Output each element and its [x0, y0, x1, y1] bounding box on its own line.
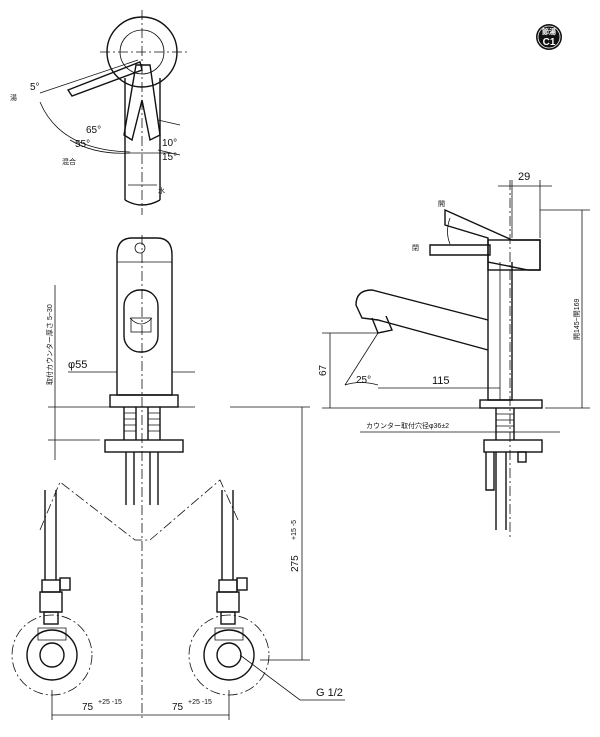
mix-label: 混合: [62, 157, 76, 166]
angle-5-label: 5°: [30, 82, 40, 93]
counter-hole-label: カウンター取付穴径φ36±2: [366, 421, 449, 430]
length-275-tolerance: +15 -5: [291, 520, 298, 540]
dim-29-label: 29: [518, 171, 530, 183]
open-label: 開: [438, 200, 445, 208]
water-label: 水: [158, 186, 165, 195]
water-saving-badge: 節湯 C1: [536, 24, 562, 50]
length-275-label: 275: [290, 555, 301, 572]
thread-label: G 1/2: [316, 687, 343, 699]
counter-thickness-label: 取付カウンター厚さ 5~30: [45, 304, 54, 385]
pitch-right-tolerance: +25 -15: [188, 699, 212, 706]
pitch-left-tolerance: +25 -15: [98, 699, 122, 706]
dim-67-label: 67: [318, 364, 329, 376]
angle-15-label: 15°: [162, 152, 177, 163]
badge-top-text: 節湯: [542, 27, 556, 36]
diameter-label: φ55: [68, 359, 87, 371]
hot-label: 湯: [10, 93, 17, 102]
dim-115-label: 115: [432, 375, 450, 387]
side-view: 29 開 閉 開145~開169 67 25° 115 カウンター取付穴径φ36…: [318, 171, 590, 540]
angle-65-label: 65°: [86, 125, 101, 136]
badge-bottom-text: C1: [543, 37, 556, 48]
close-label: 閉: [412, 244, 419, 252]
pitch-left-label: 75: [82, 702, 94, 713]
top-view: 湯 5° 65° 55° 10° 15° 混合 水: [10, 10, 190, 215]
angle-10-label: 10°: [162, 138, 177, 149]
pitch-right-label: 75: [172, 702, 184, 713]
front-view: φ55 取付カウンター厚さ 5~30 275 +15 -5 75 +25 -15…: [11, 235, 345, 720]
height-label: 開145~開169: [573, 298, 581, 340]
angle-55-label: 55°: [75, 139, 90, 150]
angle-25-label: 25°: [356, 375, 371, 386]
